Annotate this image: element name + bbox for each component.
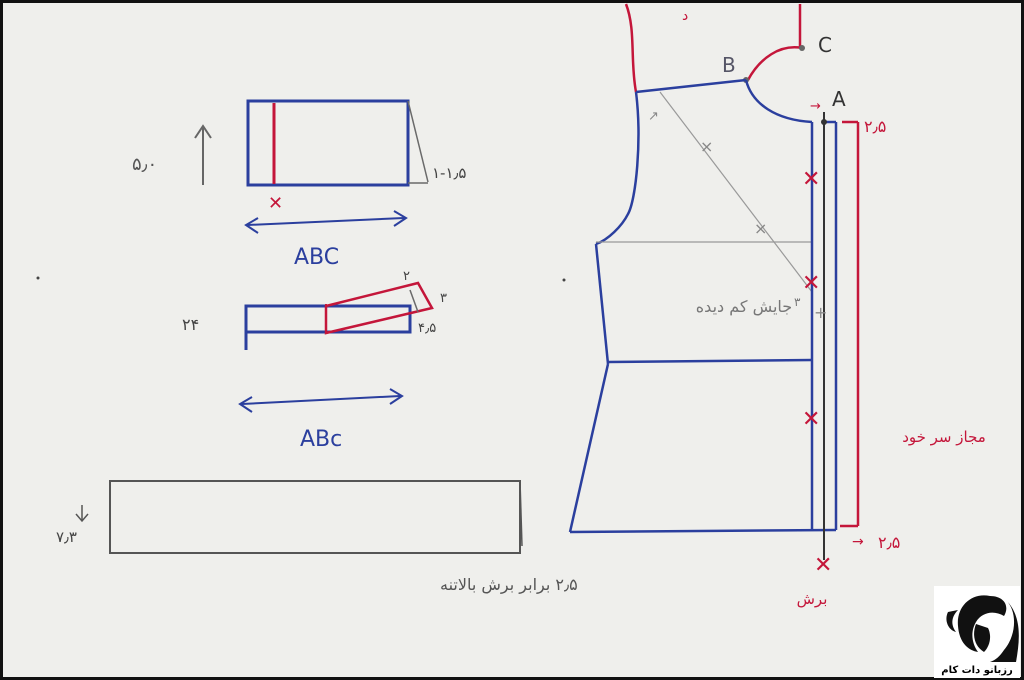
shoulder-mark: ↗ [648, 109, 659, 124]
waist-line [607, 358, 813, 364]
collar-band-piece: ۲ ۳ ۴٫۵ ۲۴ ABc [182, 269, 447, 452]
armhole-curve [595, 91, 640, 246]
logo-face [974, 624, 991, 652]
band-right-top-label: ۲ [403, 269, 410, 284]
abc-arrow2-line [241, 395, 401, 405]
point-b-label: B [722, 53, 736, 77]
band-right-mid-label: ۳ [440, 291, 447, 306]
collar-height-label: ۵٫۰ [132, 154, 157, 175]
abc-arrow-right [393, 210, 408, 227]
abc-arrow2-right [389, 388, 404, 405]
height-arrow-head [194, 124, 212, 139]
logo-curl [946, 610, 958, 632]
diagonal-guide [659, 91, 813, 293]
cut-mark: ✕ [268, 193, 283, 214]
x-mark-bottom: ✕ [814, 553, 832, 578]
red-armhole-line [624, 3, 638, 93]
abc-arrow-left [244, 217, 259, 234]
collar-slant-line [407, 100, 429, 183]
point-c-label: C [818, 33, 832, 57]
hem-line [569, 528, 837, 534]
measure-bottom-right: ۲٫۵ [878, 533, 900, 552]
x-mark-1: ✕ [802, 167, 820, 192]
collar-rect [246, 99, 410, 187]
ink-speck [562, 278, 566, 282]
waistband-height-label: ۷٫۳ [56, 528, 77, 546]
point-a-dot [821, 119, 827, 125]
abc-label-top: ABC [294, 245, 339, 270]
watermark-logo: رزبانو دات کام [934, 586, 1020, 678]
arrow-mark-top: → [810, 99, 821, 114]
red-neck-curve [746, 46, 803, 81]
abc-arrow-line [247, 217, 405, 226]
abc-label-bottom: ABc [300, 427, 342, 452]
band-height-label: ۲۴ [182, 315, 199, 334]
abc-arrow2-left [238, 396, 253, 413]
arrow-mark-bottom: → [852, 534, 864, 550]
side-seam-lower [568, 363, 610, 533]
waistband-piece: ۷٫۳ ۲٫۵ برابر برش بالاتنه [56, 480, 578, 595]
collar-piece-top: ۱-۱٫۵ ۵٫۰ ✕ ABC [132, 99, 466, 270]
guide-x-1: × [700, 137, 713, 156]
logo-hair-back [990, 600, 1019, 662]
pencil-plus: + [814, 303, 827, 322]
seam-allowance-note: مجاز سر خود [902, 428, 986, 446]
waistband-caption: ۲٫۵ برابر برش بالاتنه [440, 575, 578, 595]
fold-note-number: ۳ [794, 295, 801, 309]
guide-x-2: × [754, 219, 767, 238]
waistband-right-edge [519, 480, 523, 547]
bodice-pattern: د C B × × ↗ A → [568, 3, 986, 608]
band-pencil-line [409, 289, 419, 313]
red-top-mark: د [682, 8, 688, 24]
point-a-label: A [832, 87, 846, 111]
x-mark-3: ✕ [802, 407, 820, 432]
measure-top-right: ۲٫۵ [864, 117, 886, 136]
band-red-extension [324, 281, 434, 335]
x-mark-2: ✕ [802, 271, 820, 296]
waistband-rect [109, 480, 521, 554]
paper-sheet [3, 3, 1021, 677]
logo-hair-top [957, 595, 1007, 652]
front-neck-curve [744, 79, 813, 124]
logo-site-text: رزبانو دات کام [941, 665, 1013, 676]
cut-note: برش [797, 590, 828, 608]
fold-note: جایش کم دیده [696, 297, 792, 317]
ink-speck [36, 276, 40, 280]
collar-corner-label: ۱-۱٫۵ [432, 164, 466, 182]
shoulder-line [635, 78, 747, 94]
side-seam-upper [594, 243, 610, 365]
band-right-bottom-label: ۴٫۵ [418, 321, 436, 336]
waistband-arrow [75, 513, 89, 523]
point-c-dot [799, 45, 805, 51]
